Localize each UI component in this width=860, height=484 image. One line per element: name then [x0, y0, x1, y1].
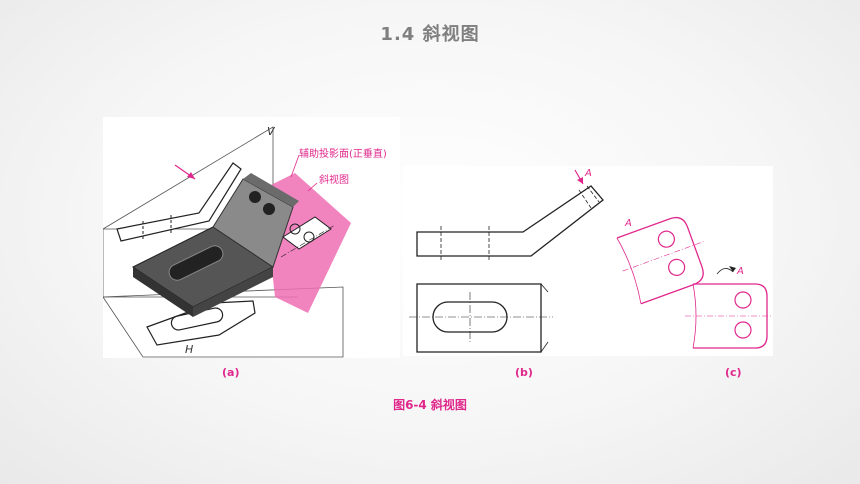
front-view — [416, 185, 604, 257]
plane-h-label: H — [185, 343, 193, 356]
rotated-view-c — [685, 266, 771, 349]
figure-caption: 图6-4 斜视图 — [393, 398, 467, 412]
figure-bc-drawing: A A A — [409, 168, 771, 353]
figure-bc-panel: A A A — [403, 166, 773, 356]
oblique-view — [282, 216, 332, 250]
v-plane — [101, 126, 274, 230]
plane-v-label: V — [267, 125, 276, 138]
h-plane — [102, 286, 344, 358]
top-view — [416, 283, 542, 353]
view-name-label: A — [624, 218, 632, 229]
figure-a-drawing: V H 辅助投影面(正垂直) 斜视图 — [101, 125, 387, 358]
annotation-oblique-view: 斜视图 — [319, 173, 349, 186]
rotated-view-label: A — [736, 266, 744, 277]
view-arrow-label: A — [584, 168, 592, 179]
figure-a-panel: V H 辅助投影面(正垂直) 斜视图 — [101, 117, 400, 358]
front-projection — [116, 162, 242, 242]
figure-c-label: (c) — [725, 366, 742, 379]
oblique-view-b — [616, 216, 704, 305]
page-title: 1.4 斜视图 — [380, 24, 480, 45]
figure-b-label: (b) — [515, 366, 533, 379]
annotation-auxiliary-plane: 辅助投影面(正垂直) — [299, 147, 387, 160]
figure-a-label: (a) — [222, 366, 240, 379]
